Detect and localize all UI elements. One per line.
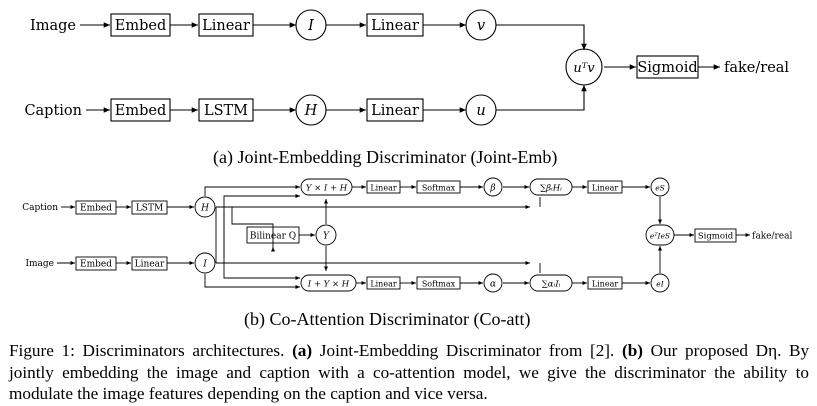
- lstm-label-b: LSTM: [136, 204, 163, 214]
- node-i-label: I: [307, 18, 314, 34]
- sigmoid-label-b: Sigmoid: [698, 232, 734, 242]
- linear-box-image: [198, 13, 254, 37]
- node-utv-label: uᵀv: [573, 61, 595, 76]
- node-y-label: Y: [323, 232, 330, 242]
- top-linear-box: [366, 180, 401, 194]
- bot-combine-label: I + Y × H: [307, 280, 350, 290]
- figure-caption-lead: Figure 1: Discriminators architectures.: [9, 341, 285, 360]
- bot-softmax-box: [416, 276, 461, 290]
- node-i: [295, 9, 327, 41]
- bot-linear-label: Linear: [370, 280, 397, 289]
- node-y: [315, 224, 337, 246]
- figure-caption-b-text: Our proposed Dη. By jointly embedding th…: [9, 341, 810, 403]
- linear-label-i: Linear: [371, 18, 419, 34]
- embed-box-caption: [110, 98, 171, 122]
- bilinear-box: [246, 226, 300, 244]
- embed-box-caption-b: [75, 200, 117, 215]
- bilinear-label: Bilinear Q: [250, 232, 296, 242]
- panel-b-diagram: [57, 177, 750, 293]
- node-beta-label: β: [489, 184, 495, 194]
- input-label-image-b: Image: [25, 259, 54, 269]
- linear-box-i: [366, 13, 424, 37]
- node-es-label: eS: [655, 184, 665, 193]
- top-softmax-box: [416, 180, 461, 194]
- node-alpha-label: α: [490, 280, 496, 290]
- node-beta: [483, 177, 503, 197]
- bot-linear-box: [366, 276, 401, 290]
- bot-softmax-label: Softmax: [422, 280, 456, 289]
- linear-box-h: [366, 98, 424, 122]
- embed-label-image-b: Embed: [80, 260, 112, 270]
- figure-caption-b-label: (b): [621, 341, 643, 360]
- linear-label-image: Linear: [202, 18, 250, 34]
- node-i-b-label: I: [202, 260, 207, 270]
- node-alpha: [483, 273, 503, 293]
- panel-a-caption: (a) Joint-Embedding Discriminator (Joint…: [213, 147, 558, 167]
- panel-b-caption: (b) Co-Attention Discriminator (Co-att): [244, 309, 531, 329]
- linear-box-ei: [587, 276, 623, 290]
- linear-label-es: Linear: [592, 184, 619, 193]
- embed-label-caption-b: Embed: [80, 204, 112, 214]
- figure-caption: Figure 1: Discriminators architectures. …: [9, 340, 809, 405]
- output-label-b: fake/real: [752, 232, 793, 242]
- panel-a-diagram: [80, 9, 720, 126]
- node-h-b: [194, 196, 216, 218]
- top-combine-box: [300, 178, 353, 196]
- linear-label-ei: Linear: [592, 280, 619, 289]
- sum-beta-label: ∑βᵢHᵢ: [540, 184, 562, 194]
- lstm-box: [198, 98, 254, 122]
- node-ei-label: eI: [656, 280, 664, 289]
- linear-box-image-b: [131, 256, 168, 271]
- embed-label-image: Embed: [115, 18, 166, 34]
- embed-box-image: [110, 13, 171, 37]
- node-u-label: u: [476, 103, 485, 119]
- node-u: [465, 94, 497, 126]
- sigmoid-box: [636, 55, 699, 79]
- lstm-box-b: [131, 200, 168, 215]
- node-utv: [565, 48, 603, 86]
- product-node: [645, 224, 675, 246]
- output-label-a: fake/real: [724, 60, 789, 76]
- top-softmax-label: Softmax: [422, 184, 456, 193]
- lstm-label: LSTM: [204, 103, 248, 119]
- input-label-caption: Caption: [24, 103, 82, 119]
- linear-box-es: [587, 180, 623, 194]
- product-label: eᵀIeS: [650, 232, 670, 241]
- node-ei: [650, 273, 670, 293]
- sigmoid-box-b: [694, 228, 737, 243]
- node-h: [295, 94, 327, 126]
- input-label-image: Image: [30, 18, 76, 34]
- node-h-label: H: [304, 103, 318, 119]
- node-es: [650, 177, 670, 197]
- figure-caption-a-label: (a): [292, 341, 313, 360]
- node-h-b-label: H: [200, 204, 209, 214]
- sum-beta-box: [529, 178, 573, 196]
- bot-combine-box: [300, 274, 357, 292]
- top-combine-label: Y × I + H: [306, 184, 348, 194]
- sigmoid-label: Sigmoid: [637, 60, 697, 76]
- embed-label-caption: Embed: [115, 103, 166, 119]
- linear-label-h: Linear: [371, 103, 419, 119]
- node-v-label: v: [477, 18, 486, 34]
- node-v: [465, 9, 497, 41]
- node-i-b: [194, 252, 216, 274]
- top-linear-label: Linear: [370, 184, 397, 193]
- input-label-caption-b: Caption: [22, 203, 58, 213]
- sum-alpha-label: ∑αᵢIᵢ: [542, 280, 561, 290]
- sum-alpha-box: [529, 274, 573, 292]
- linear-label-image-b: Linear: [135, 260, 165, 270]
- figure-caption-a-text: Joint-Embedding Discriminator from [2].: [319, 341, 615, 360]
- embed-box-image-b: [75, 256, 117, 271]
